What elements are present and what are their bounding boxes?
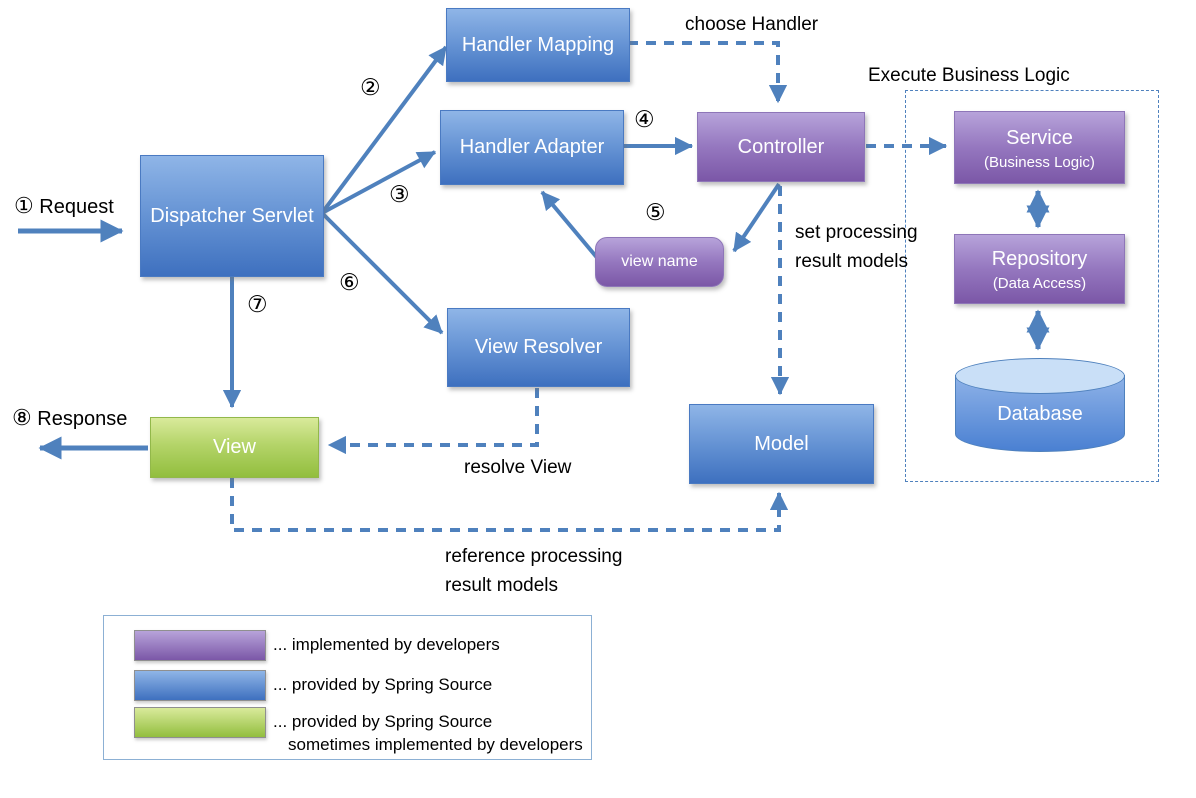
model-label: Model — [754, 432, 809, 455]
choose-handler-annotation: choose Handler — [685, 14, 819, 35]
arrow-dispatcher-to-handler-mapping — [320, 45, 448, 215]
legend-swatch-green — [134, 707, 266, 738]
handler-adapter-node: Handler Adapter — [440, 110, 624, 185]
controller-node: Controller — [697, 112, 865, 182]
database-node: Database — [955, 358, 1125, 452]
reference-models-annotation: reference processing result models — [445, 542, 622, 600]
database-cylinder-top — [955, 358, 1125, 394]
database-label: Database — [997, 402, 1083, 425]
service-label: Service — [1006, 126, 1073, 149]
model-node: Model — [689, 404, 874, 484]
request-label: ① Request — [14, 194, 114, 219]
arrow-view-name-to-handler-adapter — [540, 190, 601, 262]
set-processing-annotation: set processing result models — [795, 218, 918, 276]
arrow-view-to-model-reference — [230, 478, 789, 532]
view-name-node: view name — [595, 237, 724, 287]
execute-business-logic-title: Execute Business Logic — [868, 65, 1070, 86]
dispatcher-servlet-label: Dispatcher Servlet — [150, 204, 314, 227]
handler-mapping-node: Handler Mapping — [446, 8, 630, 82]
service-node: Service (Business Logic) — [954, 111, 1125, 184]
legend-item-provided-sometimes-line2: sometimes implemented by developers — [288, 735, 583, 754]
step-3-badge: ③ — [389, 181, 410, 207]
reference-line2: result models — [445, 575, 558, 596]
repository-node: Repository (Data Access) — [954, 234, 1125, 304]
handler-adapter-label: Handler Adapter — [459, 136, 605, 158]
business-logic-container — [905, 90, 1159, 482]
controller-label: Controller — [737, 135, 825, 158]
step-4-badge: ④ — [634, 106, 655, 132]
dispatcher-servlet-node: Dispatcher Servlet — [140, 155, 324, 277]
set-processing-line1: set processing — [795, 222, 918, 243]
arrow-choose-handler — [628, 41, 788, 104]
view-resolver-node: View Resolver — [447, 308, 630, 387]
step-7-badge: ⑦ — [247, 291, 268, 317]
view-resolver-label: View Resolver — [474, 336, 603, 358]
legend-item-implemented: ... implemented by developers — [273, 635, 500, 654]
step-1-badge: ① — [14, 193, 34, 218]
service-sublabel: (Business Logic) — [984, 153, 1095, 171]
step-8-badge: ⑧ — [12, 405, 32, 430]
repository-label: Repository — [991, 248, 1088, 270]
arrow-controller-to-view-name — [732, 182, 781, 253]
request-text: Request — [39, 196, 114, 218]
step-6-badge: ⑥ — [339, 269, 360, 295]
view-name-label: view name — [621, 253, 698, 271]
set-processing-line2: result models — [795, 251, 908, 272]
arrow-view-resolver-to-view — [327, 388, 539, 455]
legend-swatch-blue — [134, 670, 266, 701]
arrow-dispatcher-to-handler-adapter — [321, 150, 437, 215]
legend-item-provided: ... provided by Spring Source — [273, 675, 493, 694]
handler-mapping-label: Handler Mapping — [461, 33, 615, 56]
resolve-view-annotation: resolve View — [464, 457, 572, 478]
repository-sublabel: (Data Access) — [992, 275, 1087, 292]
legend-item-provided-sometimes-line1: ... provided by Spring Source — [273, 712, 493, 731]
view-node: View — [150, 417, 319, 478]
legend-swatch-purple — [134, 630, 266, 661]
view-label: View — [213, 436, 256, 458]
step-5-badge: ⑤ — [645, 199, 666, 225]
legend: ... implemented by developers ... provid… — [103, 615, 592, 760]
reference-line1: reference processing — [445, 546, 623, 567]
response-text: Response — [37, 408, 128, 430]
response-label: ⑧ Response — [12, 406, 127, 431]
step-2-badge: ② — [360, 74, 381, 100]
